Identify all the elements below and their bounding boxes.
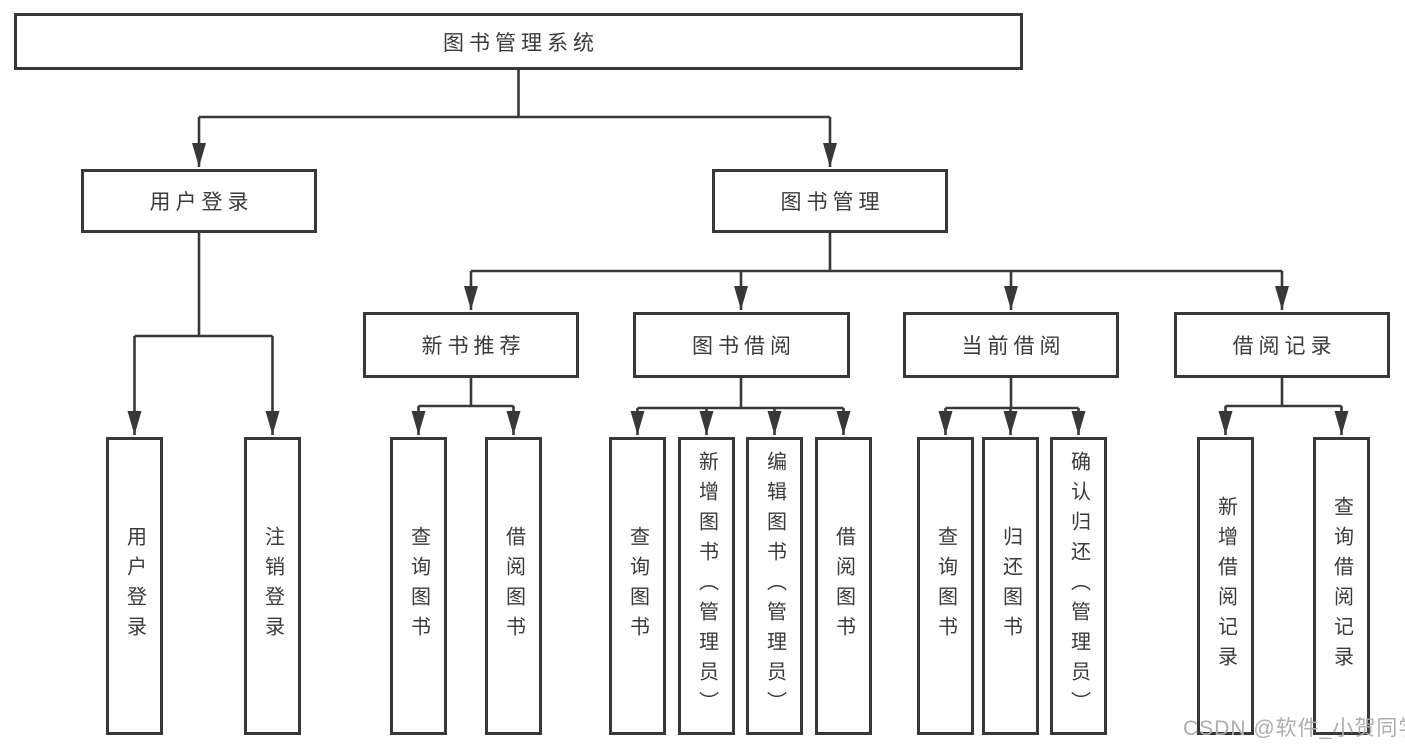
leaf-query-borrow-record: 查询借阅记录 xyxy=(1313,437,1370,735)
leaf-label: 借阅图书 xyxy=(832,526,855,646)
leaf-query-books-current: 查询图书 xyxy=(917,437,974,735)
watermark: CSDN @软件_小贺同学 xyxy=(1183,717,1405,740)
node-label: 图书借阅 xyxy=(692,335,796,358)
leaf-label: 新增借阅记录 xyxy=(1214,496,1237,676)
leaf-label: 新增图书（管理员） xyxy=(695,451,718,721)
leaf-label: 借阅图书 xyxy=(502,526,525,646)
leaf-return-books: 归还图书 xyxy=(982,437,1039,735)
node-new-book-recommend: 新书推荐 xyxy=(363,312,579,378)
node-current-borrow: 当前借阅 xyxy=(903,312,1119,378)
node-library-management-system: 图书管理系统 xyxy=(14,13,1023,70)
leaf-label: 用户登录 xyxy=(123,526,146,646)
leaf-label: 归还图书 xyxy=(999,526,1022,646)
node-label: 新书推荐 xyxy=(421,335,526,358)
node-label: 用户登录 xyxy=(149,191,254,214)
leaf-borrow-books: 借阅图书 xyxy=(815,437,872,735)
leaf-confirm-return-admin: 确认归还（管理员） xyxy=(1050,437,1107,735)
leaf-label: 编辑图书（管理员） xyxy=(763,451,786,721)
leaf-borrow-books-recommend: 借阅图书 xyxy=(485,437,542,735)
node-label: 图书管理系统 xyxy=(443,31,599,55)
leaf-label: 查询图书 xyxy=(626,526,649,646)
node-user-login: 用户登录 xyxy=(81,169,317,233)
leaf-label: 确认归还（管理员） xyxy=(1067,451,1090,721)
node-label: 当前借阅 xyxy=(961,335,1066,358)
leaf-add-borrow-record: 新增借阅记录 xyxy=(1197,437,1254,735)
node-book-management: 图书管理 xyxy=(712,169,948,233)
node-book-borrow: 图书借阅 xyxy=(633,312,850,378)
node-label: 借阅记录 xyxy=(1232,335,1337,358)
leaf-edit-book-admin: 编辑图书（管理员） xyxy=(746,437,803,735)
node-label: 图书管理 xyxy=(780,191,885,214)
leaf-label: 查询借阅记录 xyxy=(1330,496,1353,676)
leaf-label: 查询图书 xyxy=(934,526,957,646)
node-borrow-records: 借阅记录 xyxy=(1174,312,1390,378)
leaf-query-books-borrow: 查询图书 xyxy=(609,437,666,735)
leaf-label: 查询图书 xyxy=(407,526,430,646)
leaf-add-book-admin: 新增图书（管理员） xyxy=(678,437,735,735)
leaf-logout-login: 注销登录 xyxy=(244,437,301,735)
leaf-query-books-recommend: 查询图书 xyxy=(390,437,447,735)
leaf-user-login: 用户登录 xyxy=(106,437,163,735)
leaf-label: 注销登录 xyxy=(261,526,284,646)
